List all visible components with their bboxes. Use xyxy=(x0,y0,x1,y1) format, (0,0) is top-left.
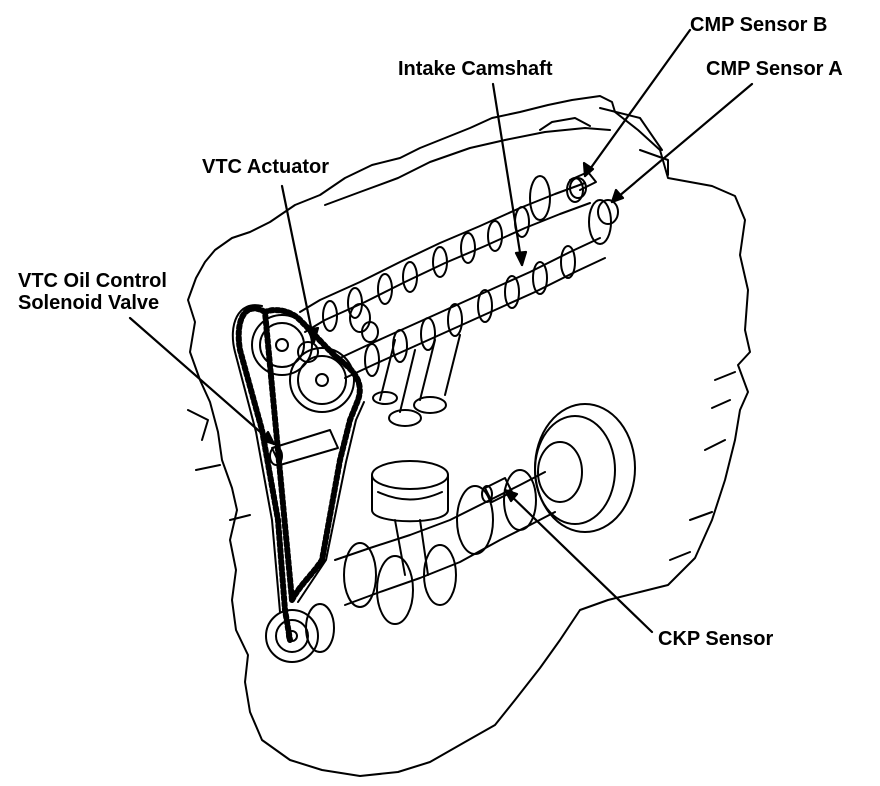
piston xyxy=(371,460,449,576)
side-rib xyxy=(669,371,736,561)
head-cover-edge xyxy=(324,127,611,206)
timing-chain xyxy=(235,305,363,643)
label-cmp-sensor-b: CMP Sensor B xyxy=(690,14,828,36)
crankshaft xyxy=(334,471,556,606)
head-cover-rib xyxy=(539,107,669,176)
leader-ckp-sensor xyxy=(503,488,654,634)
label-ckp-sensor: CKP Sensor xyxy=(658,628,774,650)
exhaust-camshaft xyxy=(299,182,591,333)
arrowhead-cmp-sensor-b xyxy=(582,161,595,178)
label-vtc-oil-control-line1: VTC Oil Control xyxy=(18,270,167,292)
arrowhead-cmp-sensor-a xyxy=(610,188,625,204)
engine-block-outline xyxy=(187,95,751,777)
label-intake-camshaft: Intake Camshaft xyxy=(398,58,553,80)
label-vtc-oil-control-line2: Solenoid Valve xyxy=(18,292,160,314)
vtc-solenoid-valve xyxy=(269,429,339,466)
arrowhead-vtc-solenoid xyxy=(260,430,276,446)
label-cmp-sensor-a: CMP Sensor A xyxy=(706,58,843,80)
intake-camshaft-body xyxy=(339,237,606,379)
arrowhead-vtc-actuator xyxy=(306,326,320,344)
intake-cam-lobes xyxy=(364,199,612,377)
leader-cmp-sensor-b xyxy=(583,28,692,178)
valves xyxy=(349,303,461,427)
label-vtc-oil-control-solenoid-valve: VTC Oil Control Solenoid Valve xyxy=(18,270,167,314)
leader-intake-camshaft xyxy=(491,82,524,267)
crank-reluctor-wheel xyxy=(534,403,636,533)
arrowhead-ckp-sensor xyxy=(503,488,519,503)
crank-sprocket xyxy=(265,603,335,663)
cmp-sensor-a-body xyxy=(597,199,619,225)
vtc-actuator-sprocket xyxy=(289,341,355,413)
leader-lines xyxy=(128,28,754,634)
cmp-sensor-b-body xyxy=(569,171,597,199)
exhaust-sprocket xyxy=(251,314,313,376)
timing-chain-outline xyxy=(231,304,365,613)
crank-webs xyxy=(343,469,537,625)
leader-vtc-actuator xyxy=(280,184,316,344)
arrowhead-intake-camshaft xyxy=(514,250,528,267)
leader-vtc-solenoid xyxy=(128,316,276,446)
label-vtc-actuator: VTC Actuator xyxy=(202,156,330,178)
left-rib xyxy=(187,409,251,521)
leader-cmp-sensor-a xyxy=(610,82,754,204)
